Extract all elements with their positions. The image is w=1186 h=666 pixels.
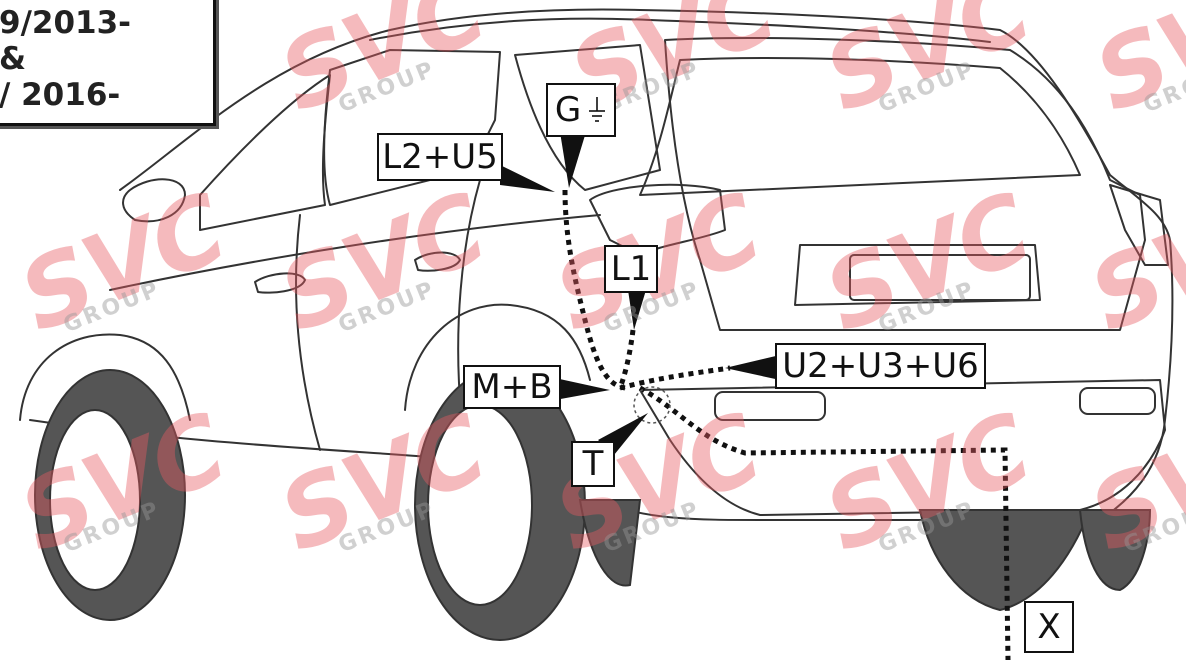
pointers: [500, 132, 780, 455]
t-marker-area: [633, 386, 671, 424]
reflector-left: [714, 391, 826, 421]
rear-door-line: [457, 179, 481, 401]
front-door-line: [295, 214, 321, 451]
label-u2-u3-u6: U2+U3+U6: [775, 343, 986, 389]
front-wheel-arch: [19, 333, 191, 421]
roof-rail: [369, 17, 991, 43]
label-t: T: [571, 441, 615, 487]
rear-handle: [414, 251, 461, 272]
u-pointer: [725, 355, 780, 380]
rear-rim: [427, 404, 533, 606]
label-g-text: G: [554, 90, 582, 130]
tailgate-glass: [639, 56, 1081, 196]
route-x: [638, 385, 1011, 661]
year-line-2: &: [0, 41, 27, 77]
label-l1: L1: [604, 245, 658, 293]
inner-tire: [578, 499, 642, 587]
route-l1: [617, 329, 636, 389]
route-g-to-mb: [562, 189, 626, 391]
front-side-window: [199, 74, 331, 231]
rear-quarter-window: [514, 44, 661, 191]
side-mirror: [122, 178, 186, 223]
rear-side-window: [323, 49, 501, 206]
tailgate: [664, 37, 1146, 331]
l1-pointer: [628, 290, 646, 330]
reflector-right: [1079, 387, 1156, 415]
year-line-1: 9/2013-: [0, 5, 132, 41]
harness-routes: [562, 189, 1011, 661]
body-outline: [119, 8, 1174, 521]
tires: [34, 369, 1152, 641]
rear-wheel-arch: [404, 303, 591, 411]
label-x: X: [1024, 601, 1074, 653]
l2u5-pointer: [500, 165, 555, 192]
rear-bumper: [639, 379, 1166, 516]
route-u: [619, 365, 731, 391]
plate: [849, 254, 1031, 301]
year-line-3: / 2016-: [0, 77, 121, 113]
side-crease: [109, 214, 601, 291]
mb-pointer: [555, 378, 610, 400]
plate-recess: [794, 244, 1041, 306]
label-l2-u5: L2+U5: [377, 133, 503, 181]
model-year-box: 9/2013- & / 2016-: [0, 0, 216, 126]
ground-symbol-icon: [589, 97, 606, 122]
front-handle: [254, 272, 306, 294]
far-right-tire: [1078, 509, 1152, 592]
g-pointer: [560, 132, 586, 188]
label-g: G: [546, 83, 616, 137]
front-rim: [49, 409, 141, 591]
right-tail-light: [1109, 184, 1169, 266]
label-m-b: M+B: [463, 365, 561, 409]
